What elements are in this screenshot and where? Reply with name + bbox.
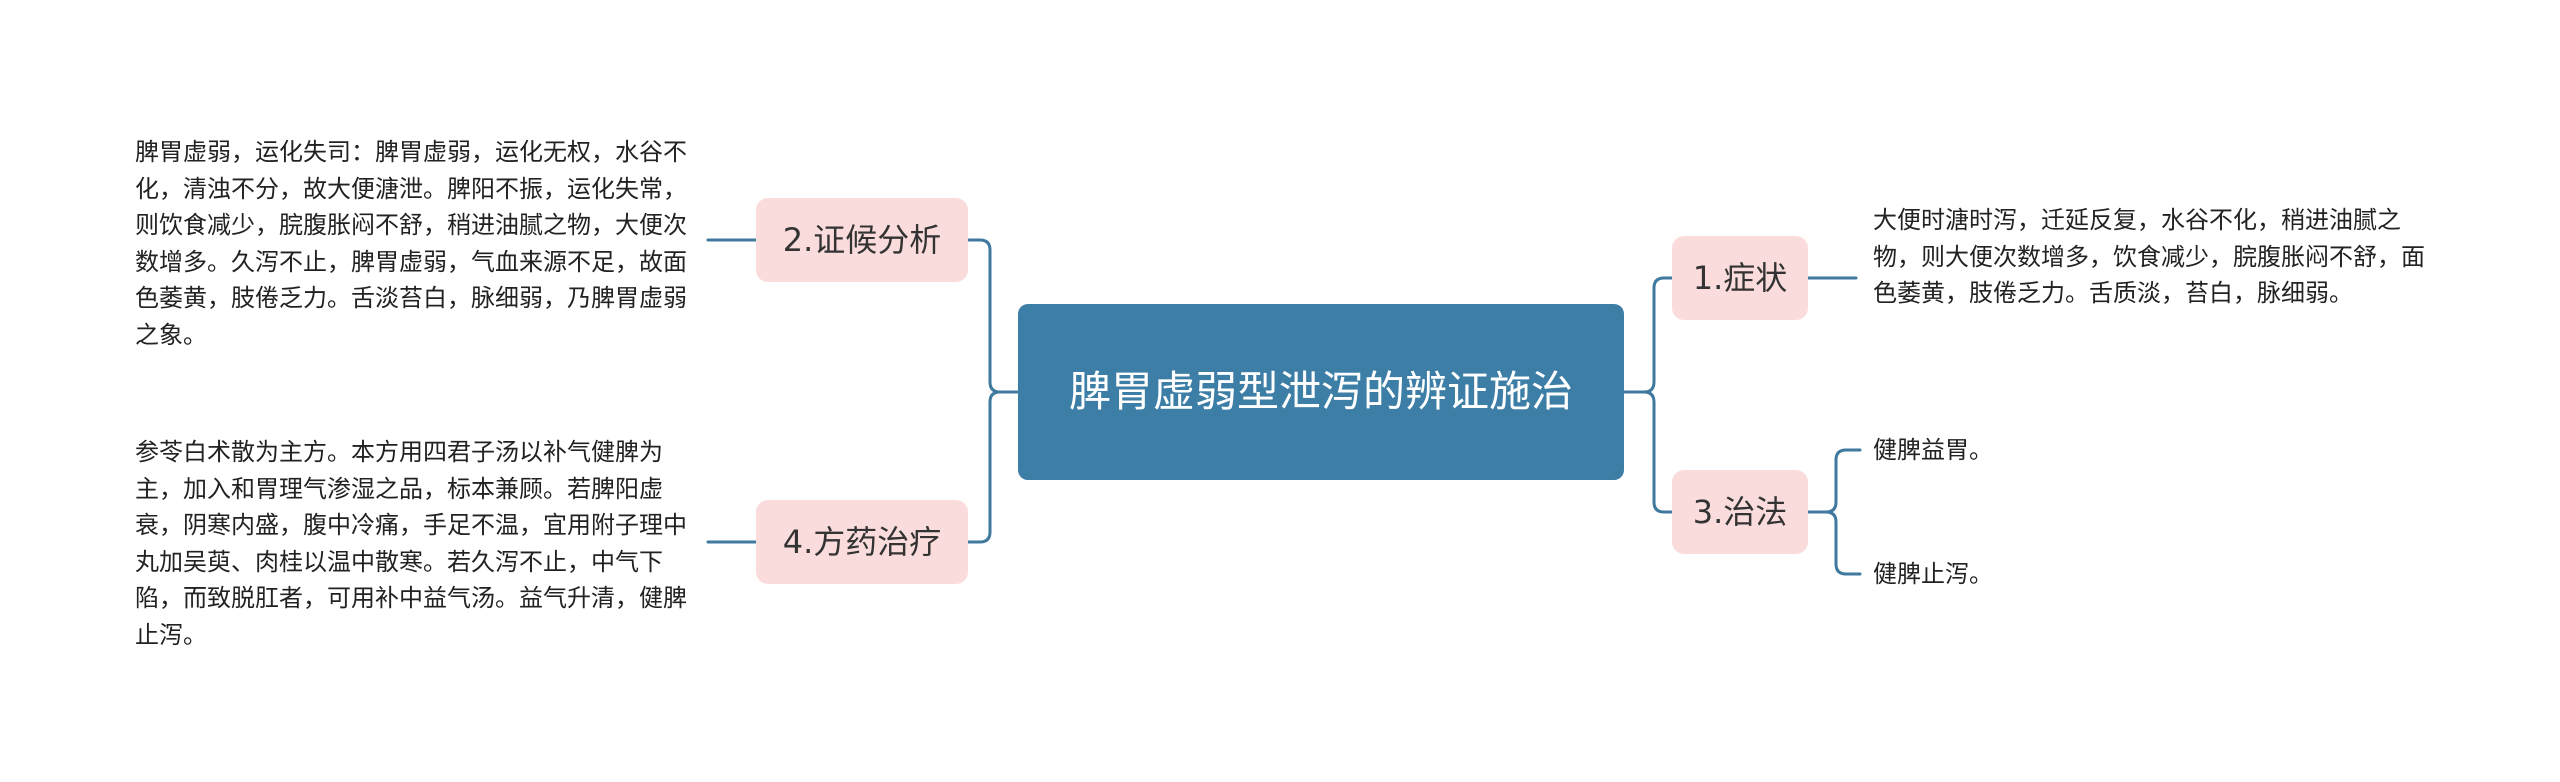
symptoms-text: 大便时溏时泻，迁延反复，水谷不化，稍进油腻之物，则大便次数增多，饮食减少，脘腹胀… — [1873, 206, 2425, 307]
treatment-item-2: 健脾止泻。 — [1873, 560, 1993, 588]
link-root-prescription — [966, 390, 1020, 544]
branch-analysis-label: 2.证候分析 — [782, 221, 942, 259]
link-treatment-item-1 — [1806, 448, 1862, 514]
branch-analysis[interactable]: 2.证候分析 — [756, 198, 968, 282]
branch-symptoms-label: 1.症状 — [1692, 259, 1788, 297]
analysis-text: 脾胃虚弱，运化失司：脾胃虚弱，运化无权，水谷不化，清浊不分，故大便溏泄。脾阳不振… — [135, 138, 687, 349]
central-topic[interactable]: 脾胃虚弱型泄泻的辨证施治 — [1018, 304, 1624, 480]
branch-symptoms[interactable]: 1.症状 — [1672, 236, 1808, 320]
branch-prescription-label: 4.方药治疗 — [782, 523, 942, 561]
link-root-analysis — [966, 238, 1020, 394]
branch-treatment[interactable]: 3.治法 — [1672, 470, 1808, 554]
link-treatment-item-2 — [1806, 510, 1862, 576]
central-topic-label: 脾胃虚弱型泄泻的辨证施治 — [1068, 367, 1573, 416]
link-root-symptoms — [1622, 276, 1674, 394]
branch-treatment-label: 3.治法 — [1692, 493, 1788, 531]
treatment-item-1: 健脾益胃。 — [1873, 436, 1993, 464]
prescription-text: 参苓白术散为主方。本方用四君子汤以补气健脾为主，加入和胃理气渗湿之品，标本兼顾。… — [135, 438, 687, 649]
link-root-treatment — [1622, 390, 1674, 514]
branch-prescription[interactable]: 4.方药治疗 — [756, 500, 968, 584]
